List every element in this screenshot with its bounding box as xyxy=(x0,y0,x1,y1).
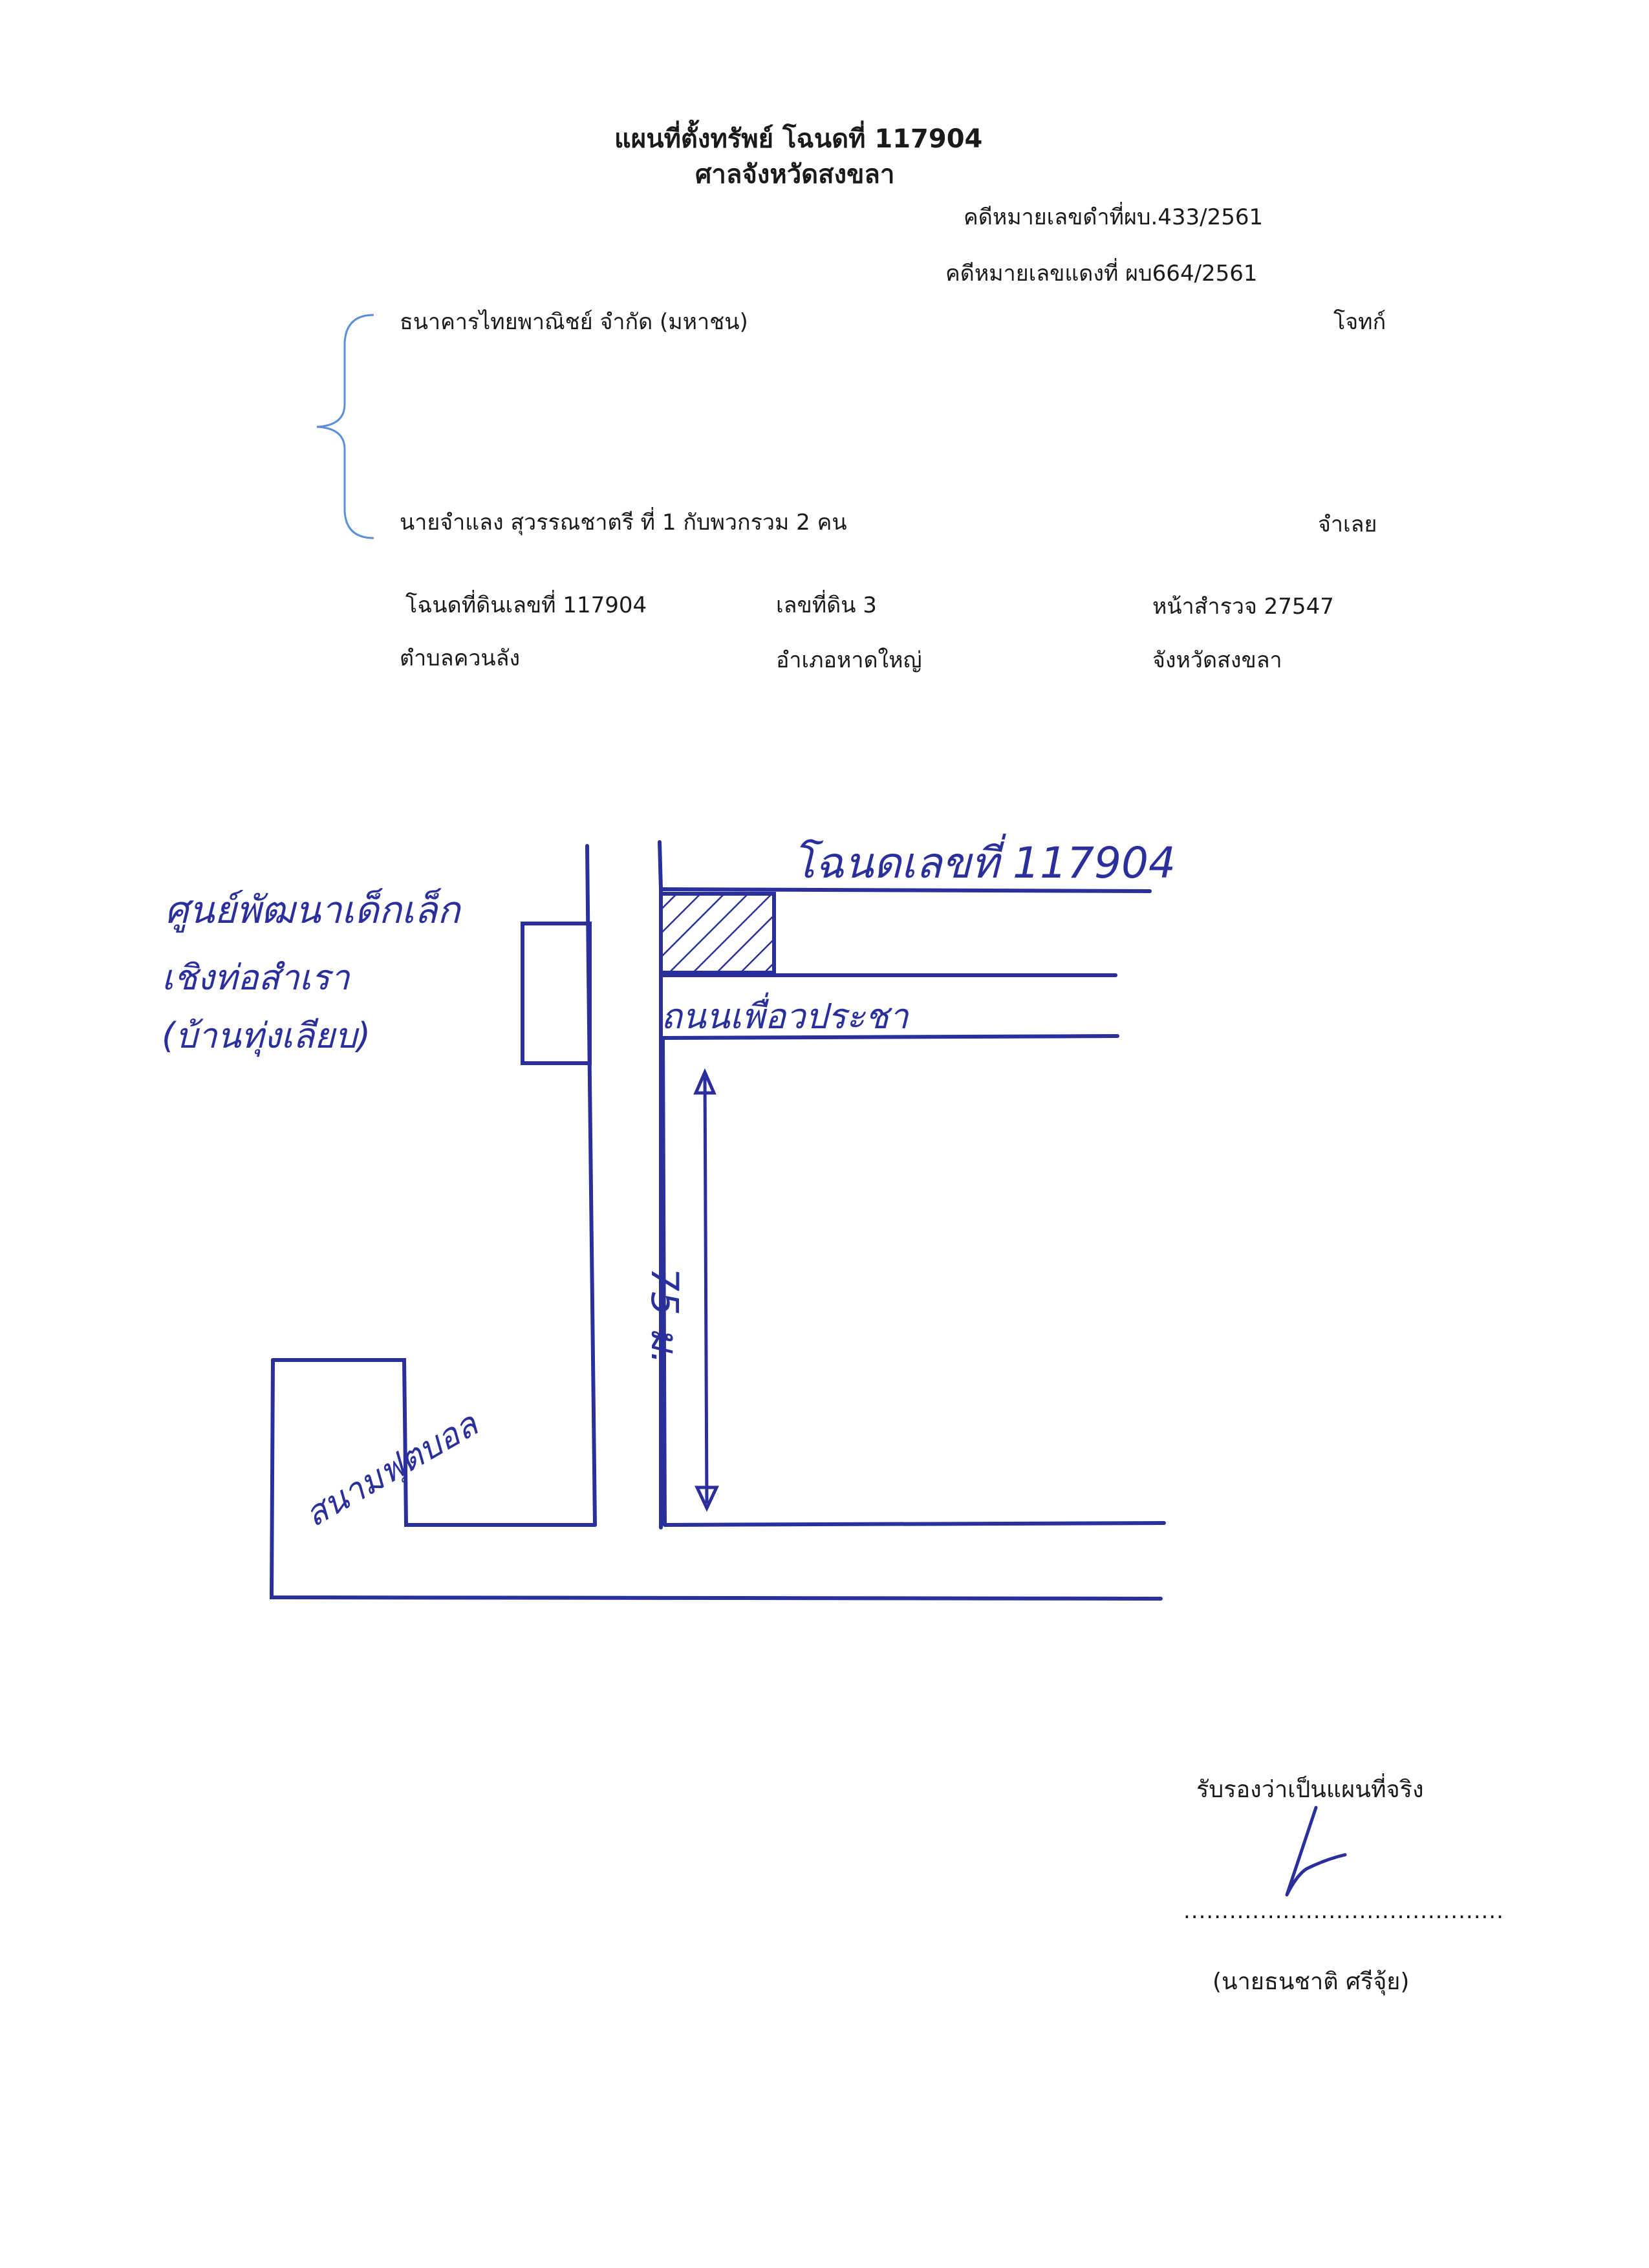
court-name: ศาลจังหวัดสงขลา xyxy=(695,160,895,189)
child-center-building xyxy=(521,922,592,1065)
road-label-handwritten: ถนนเพื่อวประชา xyxy=(661,996,909,1037)
distance-arrowhead-bottom xyxy=(695,1485,719,1512)
deed-number: โฉนดที่ดินเลขที่ 117904 xyxy=(405,592,647,618)
signature xyxy=(1285,1806,1347,1897)
property-parcel xyxy=(659,892,776,975)
defendant-role: จำเลย xyxy=(1318,512,1377,537)
signature-dotted-line: ........................................… xyxy=(1183,1898,1504,1924)
bottom-road xyxy=(269,1358,1163,1601)
survey-page: หน้าสำรวจ 27547 xyxy=(1152,594,1334,620)
deed-label-handwritten: โฉนดเลขที่ 117904 xyxy=(792,838,1176,888)
black-case-number: คดีหมายเลขดำที่ผบ.433/2561 xyxy=(964,204,1264,230)
certification-statement: รับรองว่าเป็นแผนที่จริง xyxy=(1196,1777,1424,1803)
land-number: เลขที่ดิน 3 xyxy=(776,592,877,618)
plaintiff-role: โจทก์ xyxy=(1333,309,1386,335)
block-bottom-edge xyxy=(663,1521,1166,1527)
subdistrict: ตำบลควนลัง xyxy=(400,645,521,671)
signer-name: (นายธนชาติ ศรีจุ้ย) xyxy=(1212,1969,1410,1995)
distance-arrow-line xyxy=(703,1076,709,1504)
landmark-label-1: ศูนย์พัฒนาเด็กเล็ก xyxy=(165,888,460,932)
district: อำเภอหาดใหญ่ xyxy=(776,647,922,673)
football-field-box xyxy=(271,1358,597,1527)
distance-label: 75 ม. xyxy=(643,1268,687,1364)
defendant-name: นายจำแลง สุวรรณชาตรี ที่ 1 กับพวกรวม 2 ค… xyxy=(400,510,847,535)
red-case-number: คดีหมายเลขแดงที่ ผบ664/2561 xyxy=(945,261,1258,286)
side-road-south xyxy=(661,1034,1119,1040)
block-left-edge xyxy=(661,1036,667,1527)
document-title: แผนที่ตั้งทรัพย์ โฉนดที่ 117904 xyxy=(614,124,983,154)
landmark-label-2: เชิงท่อสำเรา xyxy=(162,957,350,998)
deed-underline xyxy=(659,887,1152,893)
province: จังหวัดสงขลา xyxy=(1152,647,1282,673)
distance-arrowhead-top xyxy=(693,1068,717,1095)
landmark-label-3: (บ้านทุ่งเลียบ) xyxy=(162,1015,371,1056)
plaintiff-name: ธนาคารไทยพาณิชย์ จำกัด (มหาชน) xyxy=(400,309,748,335)
